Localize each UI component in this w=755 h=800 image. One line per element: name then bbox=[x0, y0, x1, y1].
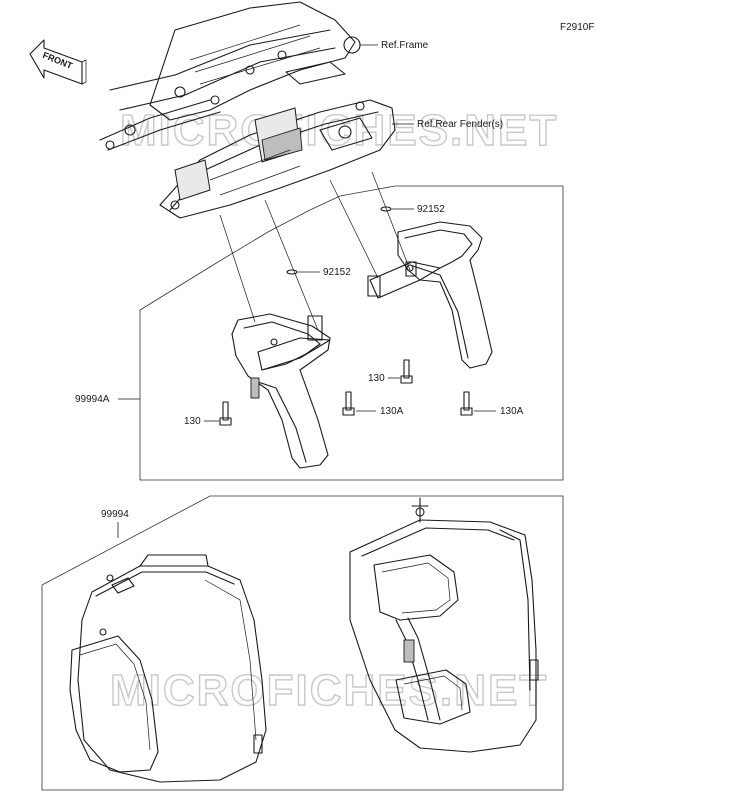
rear-fender-reference bbox=[159, 99, 396, 219]
clip-92152-lower bbox=[286, 269, 298, 275]
front-arrow-icon: FRONT bbox=[29, 39, 87, 85]
bolt-130-left bbox=[219, 401, 232, 426]
clip-92152-upper bbox=[380, 206, 392, 212]
watermark-top: MICROFICHES.NET bbox=[120, 106, 558, 155]
holder-kit-boundary bbox=[139, 185, 564, 481]
holder-kit-label: 99994A bbox=[75, 394, 110, 405]
saddlebag-left bbox=[69, 554, 267, 783]
bolt-130a-left bbox=[342, 391, 355, 416]
clip-lower-label: 92152 bbox=[323, 267, 351, 278]
bag-kit-label: 99994 bbox=[101, 509, 129, 520]
bag-holder-right bbox=[367, 221, 493, 369]
bolt-130-left-label: 130 bbox=[184, 416, 201, 427]
bag-holder-left bbox=[231, 313, 331, 469]
watermark-bottom: MICROFICHES.NET bbox=[110, 666, 548, 715]
bolt-130a-right-label: 130A bbox=[500, 406, 524, 417]
bag-kit-boundary bbox=[41, 495, 564, 791]
alignment-lines bbox=[219, 171, 411, 331]
bolt-130-right bbox=[400, 359, 413, 384]
figure-code: F2910F bbox=[560, 22, 594, 33]
bolt-130a-right bbox=[460, 391, 473, 416]
bolt-130-right-label: 130 bbox=[368, 373, 385, 384]
subframe-reference bbox=[99, 1, 361, 151]
ref-rear-fender-label: Ref.Rear Fender(s) bbox=[417, 119, 503, 130]
clip-upper-label: 92152 bbox=[417, 204, 445, 215]
bolt-130a-left-label: 130A bbox=[380, 406, 404, 417]
ref-frame-label: Ref.Frame bbox=[381, 40, 429, 51]
saddlebag-right bbox=[349, 497, 539, 753]
